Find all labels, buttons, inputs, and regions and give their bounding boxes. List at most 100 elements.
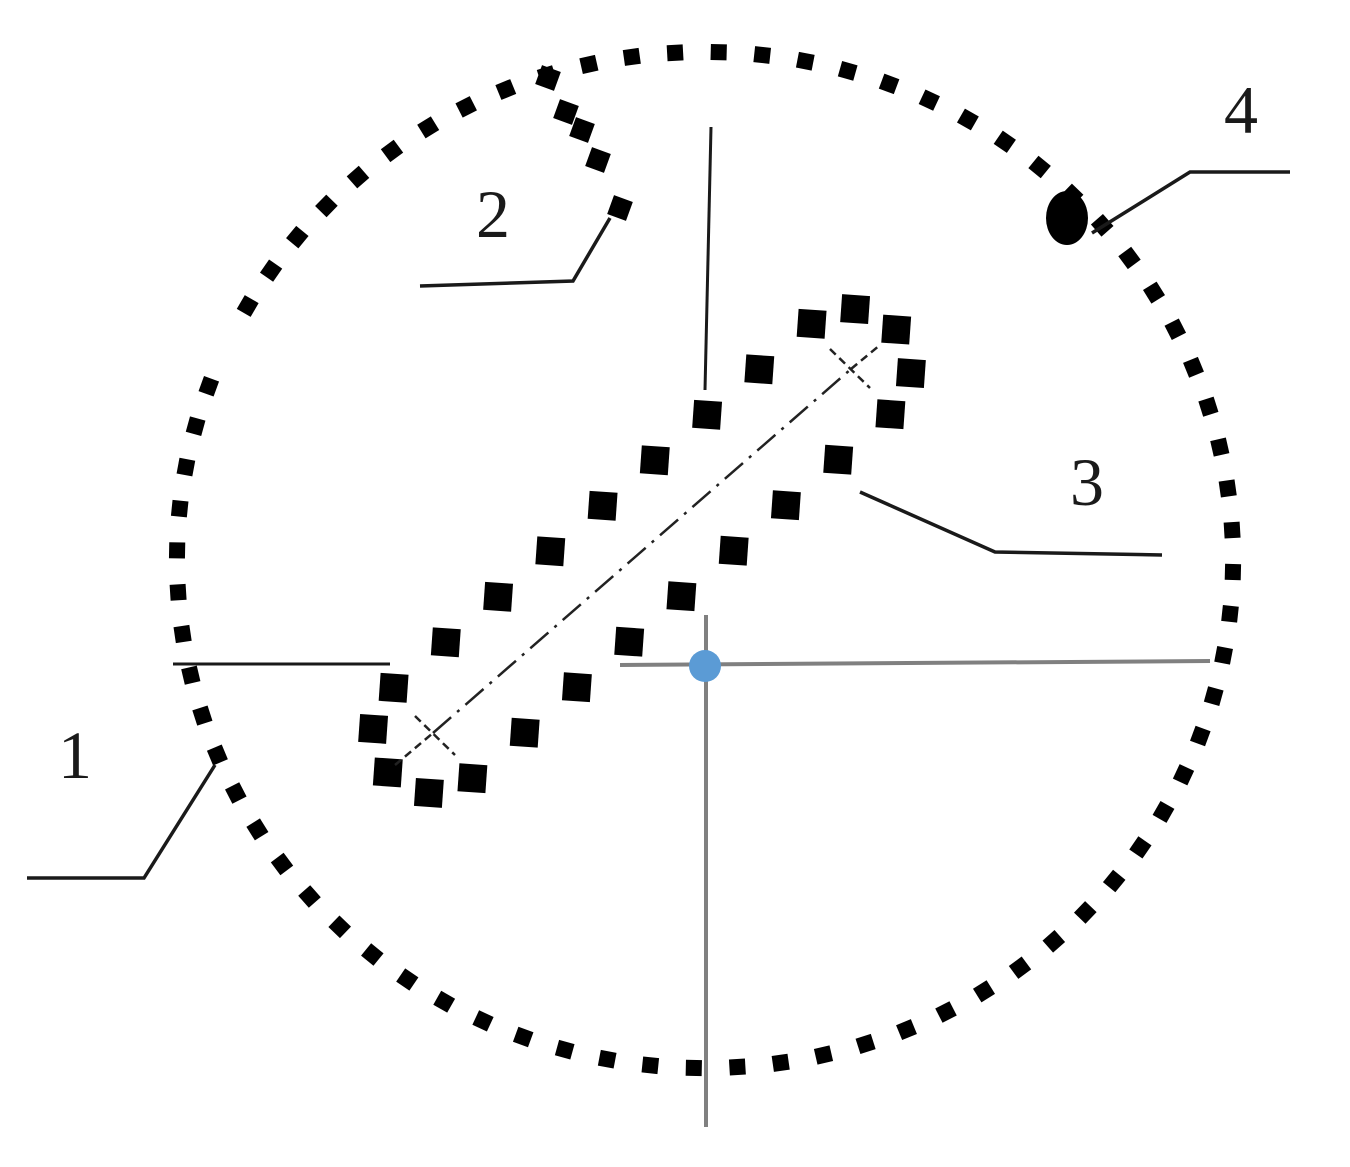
circle-dot <box>181 665 201 685</box>
circle-dot <box>396 968 419 991</box>
leader-lines <box>27 170 1290 880</box>
circle-dot <box>1210 437 1230 457</box>
circle-dot <box>771 1053 790 1072</box>
slot-end-dot <box>413 777 444 808</box>
circle-dot <box>972 980 996 1003</box>
slot-dot <box>535 536 566 567</box>
slot-dot <box>614 626 645 657</box>
circle-dot <box>417 116 440 139</box>
circle-dot <box>433 990 456 1013</box>
circle-dot <box>225 782 247 804</box>
circle-dot <box>935 1001 957 1023</box>
slot-dot <box>692 399 723 430</box>
circle-dot <box>878 73 900 95</box>
circle-dot <box>176 457 196 477</box>
callout-label-4: 4 <box>1224 72 1258 148</box>
slot-end-dot <box>881 314 912 345</box>
circle-dot <box>236 295 259 317</box>
callout-label-3: 3 <box>1070 444 1104 520</box>
slot-dot <box>587 490 618 521</box>
arc-dot <box>569 117 595 143</box>
callout-label-1: 1 <box>58 717 92 793</box>
arc-dot <box>585 147 611 173</box>
circle-dot <box>270 852 294 876</box>
circle-dot <box>837 61 858 81</box>
circle-dot <box>315 194 338 218</box>
circle-dot <box>1198 396 1219 417</box>
circle-dot <box>728 1058 746 1076</box>
circle-dot <box>1190 725 1211 747</box>
circle-dot <box>328 915 352 939</box>
leader-line-1 <box>27 764 217 880</box>
circle-dot <box>1142 281 1166 304</box>
circle-dot <box>1129 836 1152 859</box>
circle-dot <box>169 583 187 601</box>
slot-end-dot <box>895 358 926 389</box>
circle-dot <box>896 1019 917 1041</box>
circle-dot <box>1203 686 1224 706</box>
circle-dot <box>993 130 1016 153</box>
circle-dot <box>380 139 404 163</box>
arc-dot <box>535 65 561 91</box>
circle-dot <box>641 1056 660 1075</box>
circle-dot <box>455 96 477 118</box>
slot-end-dot <box>358 713 389 744</box>
slot-dot <box>378 672 409 703</box>
circle-dot <box>597 1049 617 1069</box>
axes <box>173 126 1211 1127</box>
outer-circle-dotted <box>168 43 1242 1077</box>
circle-dot <box>298 885 321 908</box>
slot-dot <box>823 444 854 475</box>
arc-dot <box>607 195 633 221</box>
circle-dot <box>918 89 940 111</box>
circle-dot <box>1164 318 1187 340</box>
circle-dot <box>170 499 189 518</box>
slot-dot <box>666 581 697 612</box>
circle-dot <box>192 705 213 726</box>
origin-point <box>689 650 721 682</box>
slot-centerline <box>394 344 881 766</box>
slot-dotted <box>358 294 926 808</box>
leader-line-3 <box>859 490 1163 557</box>
callout-label-2: 2 <box>476 176 510 252</box>
circle-dot <box>173 624 192 644</box>
circle-dot <box>710 43 727 61</box>
circle-dot <box>1073 901 1097 924</box>
circle-dot <box>1214 645 1233 665</box>
circle-dot <box>259 259 283 282</box>
circle-dot <box>1008 956 1032 979</box>
circle-dot <box>185 416 206 437</box>
circle-dot <box>855 1033 876 1054</box>
circle-dot <box>512 1026 534 1048</box>
circle-dot <box>246 818 269 841</box>
circle-dot <box>579 54 599 74</box>
slot-dot <box>457 763 488 794</box>
circle-dot <box>795 51 815 71</box>
circle-dot <box>1172 764 1195 786</box>
circle-dot <box>956 108 979 131</box>
slot-dot <box>561 672 592 703</box>
arc-dot <box>553 99 579 125</box>
circle-dot <box>168 542 186 559</box>
slot-dot <box>875 399 906 430</box>
circle-dot <box>685 1059 702 1077</box>
circle-dot <box>361 943 384 966</box>
circle-dot <box>1102 869 1126 893</box>
arc-segment-dotted <box>535 65 633 221</box>
slot-end-dot <box>840 294 871 325</box>
circle-dot <box>1221 604 1239 623</box>
circle-dot <box>198 376 220 397</box>
circle-dot <box>622 47 641 66</box>
circle-dot <box>1223 521 1241 539</box>
slot-dot <box>639 445 670 476</box>
circle-dot <box>1028 155 1051 179</box>
slot-dot <box>744 354 775 385</box>
circle-dot <box>666 44 684 62</box>
slot-dot <box>796 308 827 339</box>
circle-dot <box>346 165 370 189</box>
circle-dot <box>1183 356 1204 378</box>
circle-dot <box>813 1045 834 1065</box>
leader-line-2 <box>419 217 612 288</box>
slot-dot <box>509 717 540 748</box>
